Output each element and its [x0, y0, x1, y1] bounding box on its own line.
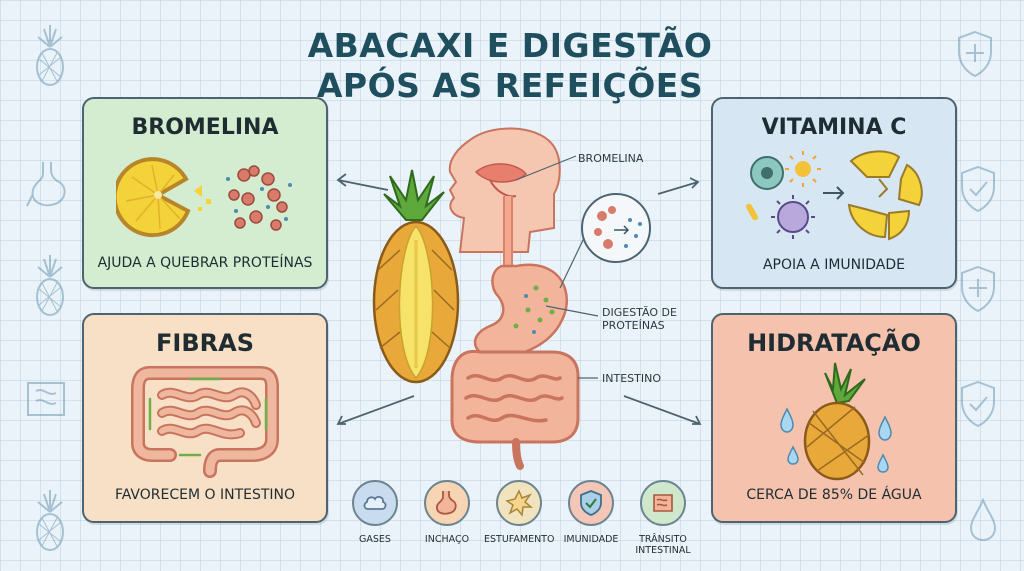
immune-cells-icon: [746, 150, 923, 241]
card-title: VITAMINA C: [761, 115, 907, 140]
label-line: PROTEÍNAS: [602, 319, 665, 332]
shield-check-icon: [961, 380, 995, 428]
card-caption: APOIA A IMUNIDADE: [762, 257, 906, 273]
arrow-to-hidratacao: [623, 395, 702, 425]
label-intestino: INTESTINO: [602, 372, 661, 385]
cloud-icon: [352, 480, 398, 526]
shield-icon: [568, 480, 614, 526]
card-title: BROMELINA: [131, 115, 279, 140]
card-title: FIBRAS: [156, 329, 254, 357]
icon-label: TRÂNSITO INTESTINAL: [628, 534, 698, 556]
shield-icon: [958, 30, 992, 78]
icon-gases: GASES: [340, 480, 410, 545]
card-fibras: FIBRAS FAVORECEM O INTESTINO: [82, 313, 328, 523]
stomach-icon: [424, 480, 470, 526]
label-digestao-proteinas: DIGESTÃO DE PROTEÍNAS: [602, 306, 677, 332]
icon-label: ESTUFAMENTO: [484, 534, 555, 545]
title-line-2: APÓS AS REFEIÇÕES: [316, 66, 704, 105]
pineapple-icon: [36, 255, 64, 316]
pineapple-icon: [372, 169, 460, 384]
icon-inchaco: INCHAÇO: [412, 480, 482, 545]
icon-label: GASES: [359, 534, 391, 545]
intestine-icon: [131, 366, 279, 478]
icon-label-line: TRÂNSITO: [639, 534, 687, 545]
icon-transito-intestinal: TRÂNSITO INTESTINAL: [628, 480, 698, 556]
pineapple-icon: [36, 490, 64, 551]
icon-label-line: INTESTINAL: [635, 545, 691, 556]
arrow-to-bromelina: [336, 173, 389, 191]
label-line: DIGESTÃO DE: [602, 306, 677, 319]
benefit-icons-row: GASES INCHAÇO ESTUFAMENTO IMUNIDADE TRÂN…: [340, 480, 691, 571]
water-drop-icon: [969, 498, 997, 542]
card-vitamina-c: VITAMINA C APOIA A IMUNIDADE: [711, 97, 957, 289]
pineapple-water-icon: [780, 362, 892, 481]
card-bromelina: BROMELINA AJUDA A QUEBRAR PROTEÍNAS: [82, 97, 328, 289]
intestine-icon: [27, 382, 65, 416]
card-hidratacao: HIDRATAÇÃO CERCA DE 85% DE ÁGUA: [711, 313, 957, 523]
stomach-icon: [26, 162, 66, 207]
pineapple-slice-icon: [116, 157, 292, 238]
card-title: HIDRATAÇÃO: [747, 329, 921, 357]
arrow-to-fibras: [336, 395, 415, 425]
icon-label: INCHAÇO: [424, 534, 470, 545]
shield-icon: [961, 265, 995, 313]
icon-label: IMUNIDADE: [563, 534, 619, 545]
card-caption: CERCA DE 85% DE ÁGUA: [746, 487, 922, 503]
title-line-1: ABACAXI E DIGESTÃO: [307, 26, 713, 65]
card-caption: AJUDA A QUEBRAR PROTEÍNAS: [97, 255, 313, 271]
card-caption: FAVORECEM O INTESTINO: [114, 487, 296, 503]
burst-icon: [496, 480, 542, 526]
page-title: ABACAXI E DIGESTÃO APÓS AS REFEIÇÕES: [260, 26, 760, 106]
arrow-to-vitamina: [657, 177, 700, 195]
shield-check-icon: [961, 165, 995, 213]
icon-imunidade: IMUNIDADE: [556, 480, 626, 545]
pineapple-icon: [36, 25, 64, 86]
intestine-icon: [640, 480, 686, 526]
icon-estufamento: ESTUFAMENTO: [484, 480, 554, 545]
digestive-system-illustration: [372, 127, 651, 470]
label-bromelina: BROMELINA: [578, 152, 644, 165]
